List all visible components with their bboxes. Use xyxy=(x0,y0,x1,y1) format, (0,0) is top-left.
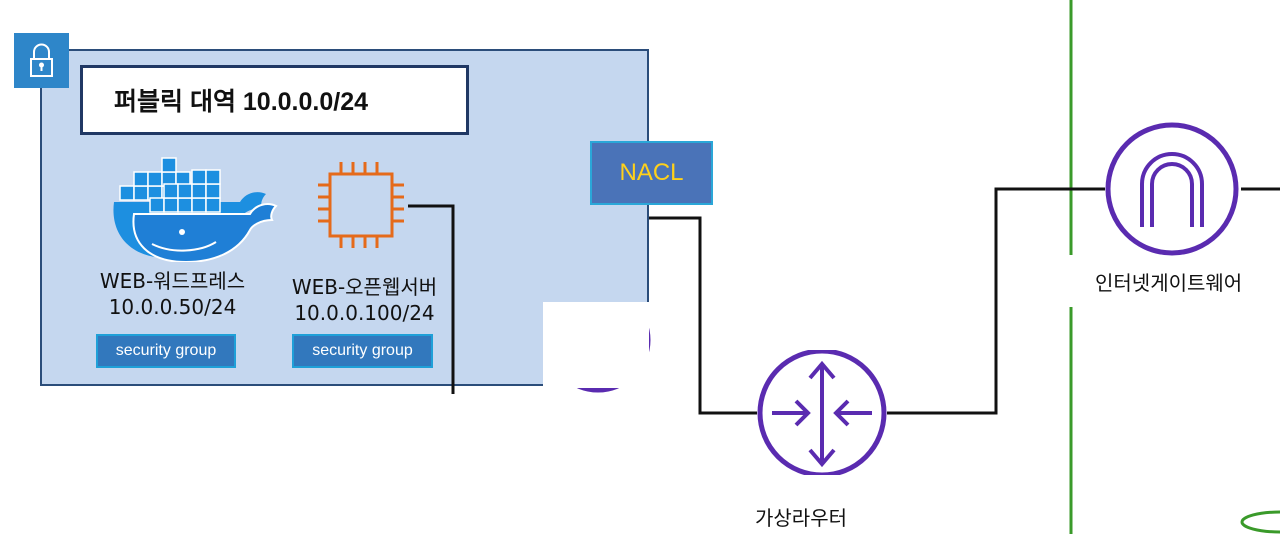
subnet-title: 퍼블릭 대역 10.0.0.0/24 xyxy=(80,65,469,135)
security-group-badge: security group xyxy=(96,334,236,368)
instance-name: WEB-오픈웹서버 xyxy=(291,275,438,299)
instance-ip: 10.0.0.50/24 xyxy=(108,295,237,319)
ec2-chip-icon xyxy=(318,162,404,248)
security-group-badge: security group xyxy=(292,334,433,368)
router-icon xyxy=(757,350,887,475)
storage-bucket-icon xyxy=(1240,510,1280,534)
router-igw-line xyxy=(887,187,1105,415)
chip-connector-line xyxy=(408,204,455,394)
nacl-router-line xyxy=(649,216,757,415)
igw-label: 인터넷게이트웨어 xyxy=(1095,271,1243,295)
lock-icon xyxy=(14,33,69,88)
instance-name: WEB-워드프레스 xyxy=(99,269,246,293)
docker-whale-icon xyxy=(104,157,278,262)
white-mask xyxy=(543,302,649,388)
internet-gateway-icon xyxy=(1105,122,1239,256)
nacl-box: NACL xyxy=(590,141,713,205)
instance-ip: 10.0.0.100/24 xyxy=(294,301,435,325)
router-label: 가상라우터 xyxy=(755,506,847,530)
